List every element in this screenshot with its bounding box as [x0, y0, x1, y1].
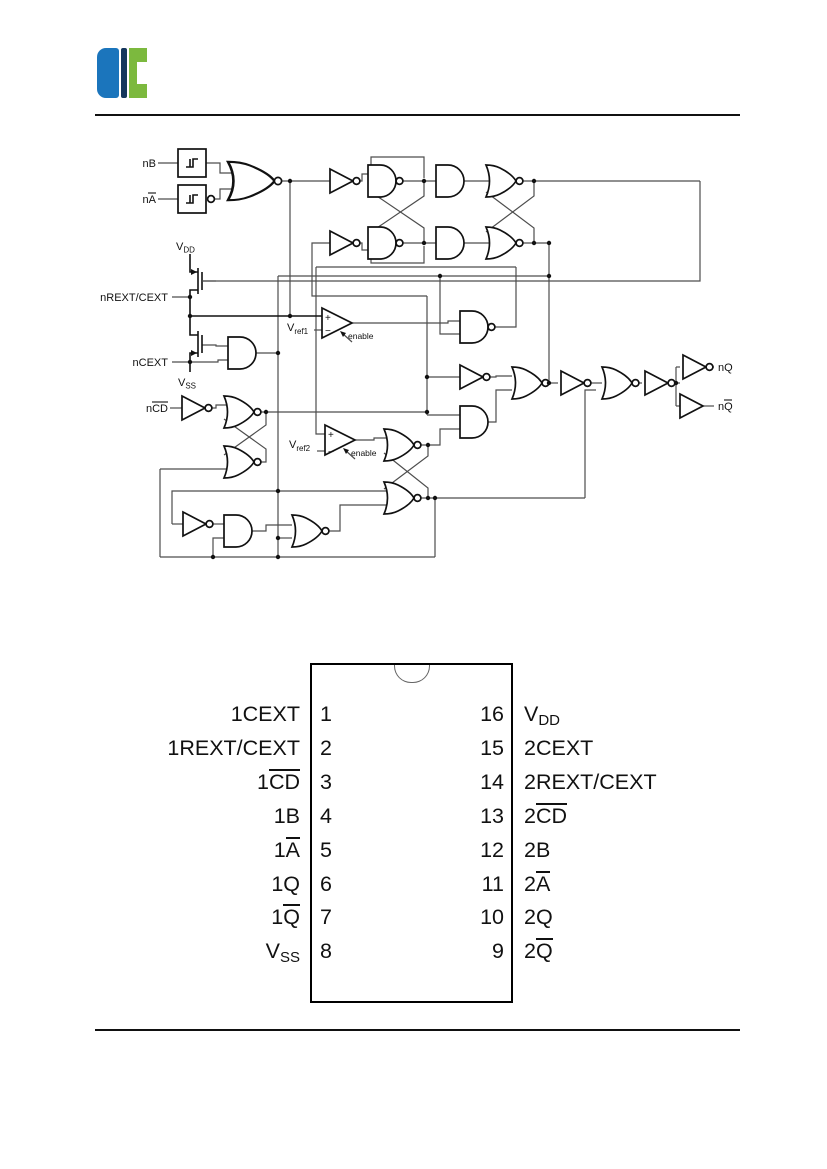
comparator-1: + − [321, 306, 354, 343]
logic-diagram: + − [100, 148, 733, 560]
label-vref2: Vref2 [289, 439, 311, 453]
output-inverter-q [682, 354, 714, 380]
nor-gate-latch-left-1 [223, 395, 262, 429]
comparator-2-minus: − [328, 447, 334, 458]
logo-blue-shape [97, 48, 119, 98]
logo-navy-bar [121, 48, 127, 98]
inverter-5 [644, 370, 676, 396]
pin-number: 2 [320, 735, 332, 760]
nor-gate-latch-bottom-1 [383, 428, 422, 462]
label-ncd: nCD [146, 403, 168, 415]
pin-number: 16 [480, 702, 504, 726]
pin-label: 1CD [256, 768, 300, 794]
pin-label: 1B [273, 803, 300, 828]
pin-label: 2Q [524, 905, 553, 930]
input-nor-gate [226, 160, 283, 202]
bottom-nor-gate [291, 514, 330, 548]
pin-number: 3 [320, 769, 332, 794]
label-nrext-cext: nREXT/CEXT [100, 292, 168, 304]
junction-dots [187, 178, 679, 560]
pin-label: 2CD [524, 802, 568, 828]
company-logo [97, 48, 149, 98]
pin-label: VSS [265, 939, 300, 967]
inverter-3 [459, 364, 491, 390]
pin-label: 1A [273, 836, 300, 862]
label-nqb: nQ [718, 401, 733, 413]
pin-number: 7 [320, 905, 332, 930]
pin-label: 2REXT/CEXT [524, 769, 657, 794]
pin-number: 15 [480, 735, 504, 760]
pin-number: 8 [320, 939, 332, 964]
pin-number: 14 [480, 769, 504, 794]
pin-label: 1Q [271, 904, 300, 930]
pin-number: 12 [480, 837, 504, 862]
pin-label: 1CEXT [230, 702, 300, 726]
output-inverter-qb [679, 393, 704, 419]
comparator-2-plus: + [328, 430, 334, 441]
nor-gate-latch-top-1 [485, 164, 524, 198]
bottom-and-gate [223, 514, 253, 548]
nor-gate-latch-bottom-2 [383, 481, 422, 515]
label-vdd: VDD [176, 241, 195, 255]
discharge-and-gate [227, 336, 257, 370]
pin-number: 9 [492, 939, 504, 964]
label-nb: nB [143, 158, 156, 170]
label-vss: VSS [178, 377, 196, 391]
pin-number: 4 [320, 803, 332, 828]
inverter-4 [560, 370, 592, 396]
pin-number: 6 [320, 871, 332, 896]
pin-label: 2B [524, 837, 551, 862]
label-nq: nQ [718, 362, 733, 374]
pin-number: 5 [320, 837, 332, 862]
schmitt-trigger-a [177, 184, 216, 214]
wires [158, 156, 714, 558]
pin-label: VDD [524, 702, 561, 729]
comparator-1-plus: + [325, 313, 331, 324]
pin-number: 10 [480, 905, 504, 930]
comparator-1-minus: − [325, 326, 331, 337]
pin-label: 2A [524, 870, 551, 896]
package-outline [310, 663, 513, 1003]
nor-gate-latch-top-2 [485, 226, 524, 260]
logo-green-c [129, 48, 147, 98]
pin-label: 1Q [271, 871, 300, 896]
pin-number: 11 [481, 871, 504, 896]
pin-label: 2CEXT [524, 735, 594, 760]
nand-gate-3 [459, 310, 496, 344]
label-ncext: nCEXT [133, 357, 169, 369]
inverter-1 [329, 168, 361, 194]
and-gate-2 [435, 226, 465, 260]
pin-number: 1 [320, 702, 332, 726]
pin-number: 13 [480, 803, 504, 828]
reset-inverter [181, 395, 213, 421]
nor-gate-5 [601, 366, 640, 400]
inverter-2 [329, 230, 361, 256]
bottom-inverter [182, 511, 214, 537]
logo-c-notch [137, 62, 147, 84]
nand-gate-2 [367, 226, 404, 260]
label-vref1: Vref1 [287, 322, 309, 336]
nand-gate-1 [367, 164, 404, 198]
pin-label: 1REXT/CEXT [167, 735, 300, 760]
comparator-2: + − [324, 423, 357, 460]
and-gate-1 [435, 164, 465, 198]
nor-gate-latch-left-2 [223, 445, 262, 479]
label-na: nA [143, 194, 157, 206]
schmitt-trigger-b [177, 148, 207, 178]
label-enable-2: enable [351, 448, 377, 458]
footer-rule [95, 1029, 740, 1031]
label-enable-1: enable [348, 331, 374, 341]
header-rule [95, 114, 740, 116]
pmos-transistor [191, 268, 216, 294]
nor-gate-4 [511, 366, 550, 400]
pin-label: 2Q [524, 938, 553, 964]
nmos-transistor [191, 331, 203, 357]
and-gate-4 [459, 405, 489, 439]
